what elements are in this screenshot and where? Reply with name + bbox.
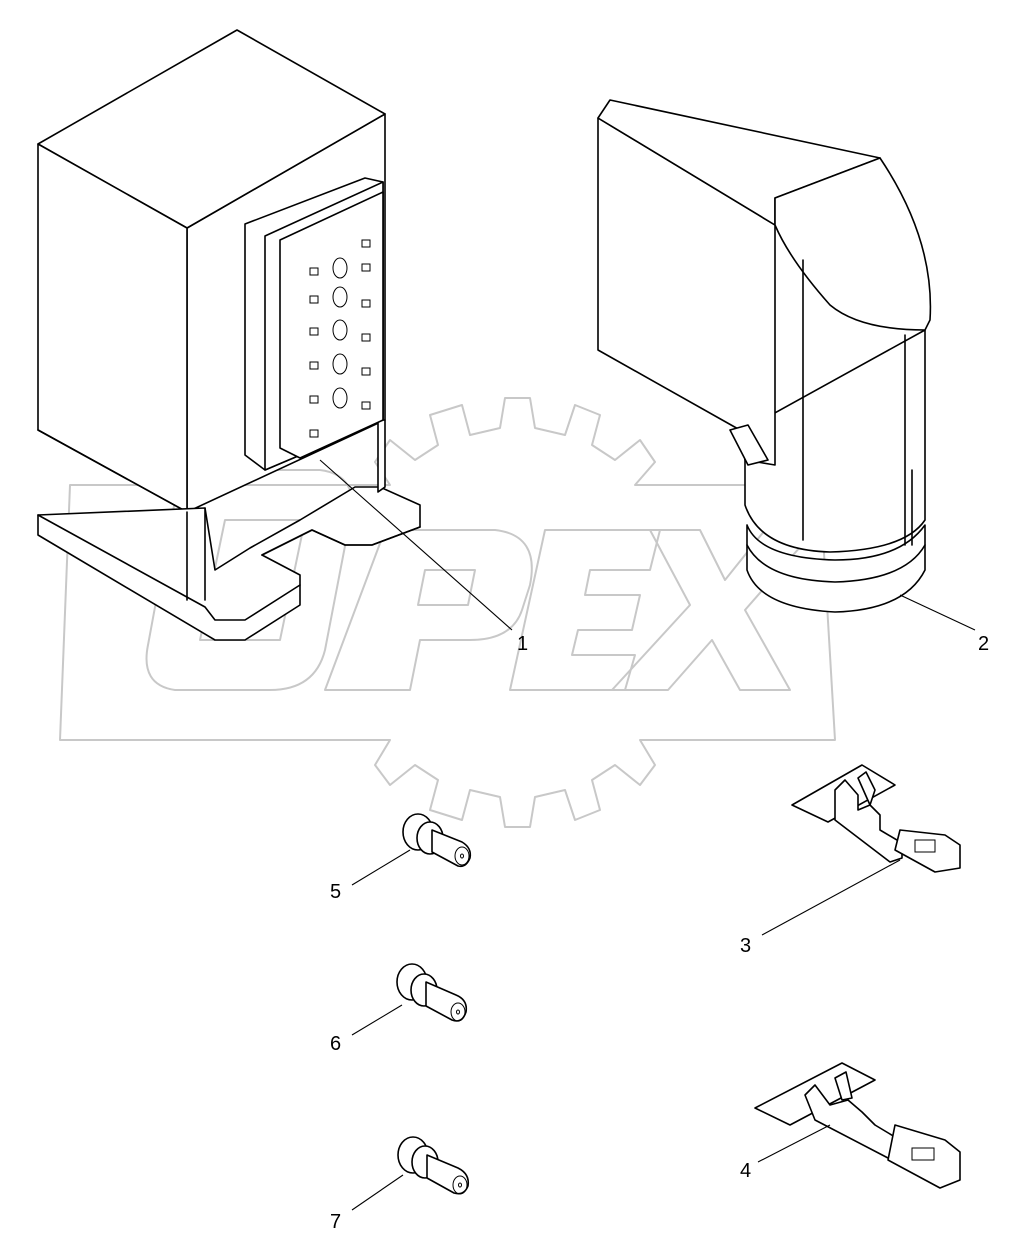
leader-1 (319, 459, 513, 631)
housing-band-line (37, 429, 188, 513)
bracket-edge (37, 514, 301, 621)
hood-lower-body (744, 329, 926, 553)
part-5-seal (351, 813, 472, 886)
leader-4 (757, 1124, 831, 1163)
bracket-plate (37, 486, 421, 641)
insert-contacts (309, 239, 371, 438)
bracket-slot-edge (261, 526, 421, 556)
terminal-3-box (894, 829, 961, 873)
callout-4: 4 (740, 1160, 751, 1182)
terminal-4-crimp (804, 1084, 901, 1159)
leader-2 (899, 594, 976, 631)
housing-side-rib (377, 419, 386, 493)
terminal-3-crimp-wing (857, 771, 876, 806)
hood-notch (729, 424, 769, 466)
callout-1: 1 (517, 633, 528, 655)
callout-3: 3 (740, 935, 751, 957)
part-1-socket-housing (37, 29, 513, 641)
callout-5: 5 (330, 881, 341, 903)
hood-collar (746, 524, 926, 613)
callout-6: 6 (330, 1033, 341, 1055)
part-6-seal (351, 963, 468, 1036)
part-4-terminal (754, 1062, 961, 1189)
part-7-seal (351, 1136, 470, 1211)
part-2-plug-hood (597, 99, 976, 631)
terminal-4-box (887, 1124, 961, 1189)
callout-2: 2 (978, 633, 989, 655)
leader-7 (351, 1174, 404, 1211)
leader-6 (351, 1004, 403, 1036)
watermark-gear-outline (59, 397, 836, 828)
terminal-3-window (914, 839, 936, 853)
callout-7: 7 (330, 1211, 341, 1233)
watermark-letter-e (509, 529, 661, 691)
leader-5 (351, 849, 411, 886)
hood-collar-top (746, 544, 926, 583)
terminal-4-crimp-wing (834, 1071, 853, 1101)
terminal-3-crimp (834, 779, 903, 863)
terminal-4-window (911, 1147, 935, 1161)
leader-3 (761, 859, 901, 936)
insert-face (279, 191, 384, 459)
hood-curved-top (774, 157, 932, 331)
watermark-letter-p (324, 529, 533, 691)
watermark-letter-x (611, 529, 816, 691)
part-3-terminal (761, 764, 961, 936)
